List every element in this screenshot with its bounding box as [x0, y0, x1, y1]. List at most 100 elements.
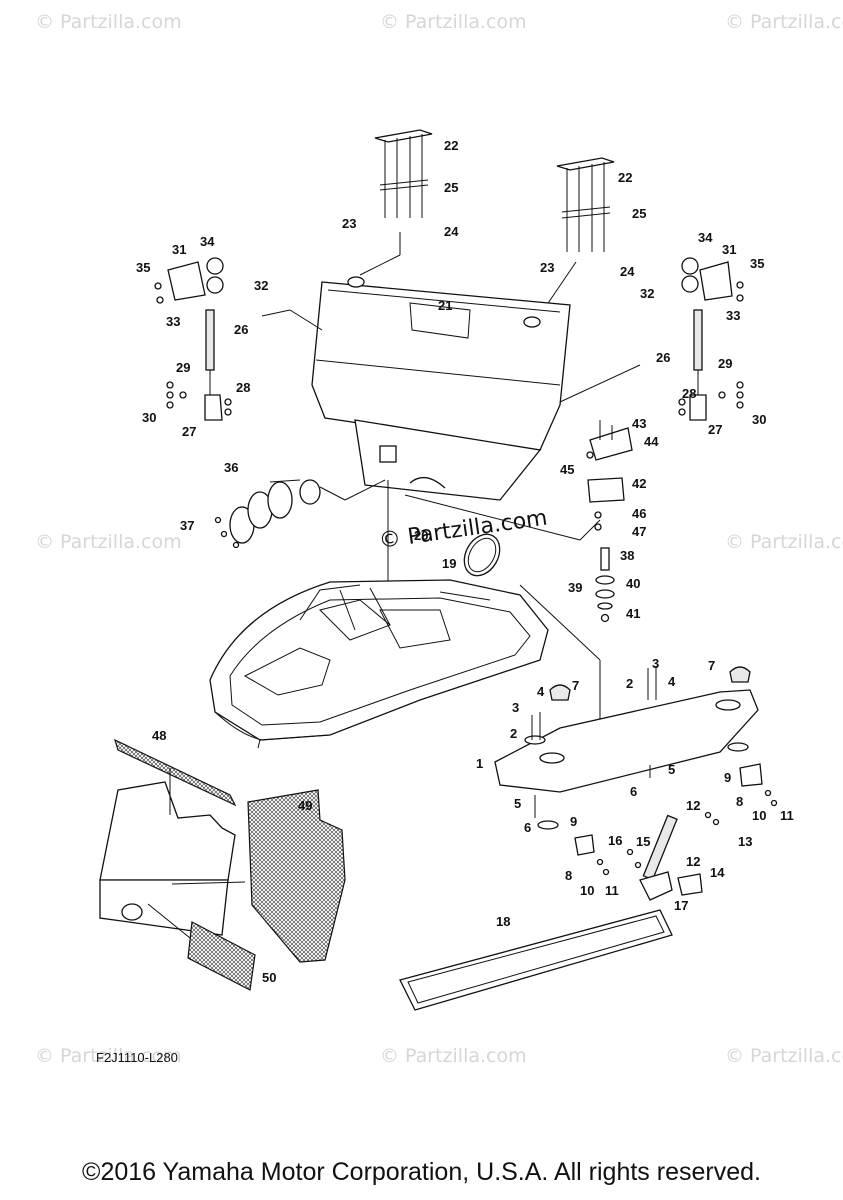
watermark-text: © Partzilla.com — [725, 1045, 843, 1067]
callout-label: 12 — [686, 854, 700, 869]
callout-label: 24 — [620, 264, 635, 279]
callout-label: 47 — [632, 524, 646, 539]
callout-label: 9 — [570, 814, 577, 829]
callout-label: 41 — [626, 606, 640, 621]
callout-label: 46 — [632, 506, 646, 521]
callout-label: 2 — [626, 676, 633, 691]
callout-label: 29 — [718, 356, 732, 371]
callout-label: 1 — [476, 756, 483, 771]
watermark-text: © Partzilla.com — [35, 531, 182, 553]
watermark-text: © Partzilla.com — [380, 11, 527, 33]
callout-label: 11 — [780, 808, 794, 823]
callout-label: 12 — [686, 798, 700, 813]
callout-label: 35 — [136, 260, 150, 275]
callout-label: 5 — [514, 796, 521, 811]
hinge-right — [678, 257, 744, 421]
callout-label: 49 — [298, 798, 312, 813]
watermark-text: © Partzilla.com — [725, 11, 843, 33]
callout-label: 17 — [674, 898, 688, 913]
callout-label: 8 — [736, 794, 743, 809]
callout-label: 4 — [537, 684, 545, 699]
callout-label: 7 — [708, 658, 715, 673]
diagram-code: F2J1110-L280 — [96, 1050, 178, 1065]
callout-label: 11 — [605, 883, 619, 898]
callout-label: 18 — [496, 914, 510, 929]
callout-label: 5 — [668, 762, 675, 777]
callout-label: 40 — [626, 576, 640, 591]
bolt-group-left — [359, 129, 433, 276]
callout-label: 2 — [510, 726, 517, 741]
leader-lines — [261, 309, 641, 728]
callout-label: 28 — [682, 386, 696, 401]
callout-label: 45 — [560, 462, 574, 477]
callout-label: 33 — [726, 308, 740, 323]
callout-label: 19 — [442, 556, 456, 571]
callout-label: 42 — [632, 476, 646, 491]
callout-label: 22 — [618, 170, 632, 185]
mat-50 — [187, 921, 256, 991]
compartment-tub — [354, 419, 542, 501]
callout-label: 31 — [722, 242, 736, 257]
callout-label: 27 — [708, 422, 722, 437]
deck-panel — [494, 666, 759, 830]
callout-label: 33 — [166, 314, 180, 329]
callout-label: 16 — [608, 833, 622, 848]
callout-label: 7 — [572, 678, 579, 693]
watermark-text: © Partzilla.com — [35, 1045, 182, 1067]
callout-label: 44 — [644, 434, 659, 449]
mat-49 — [247, 789, 346, 963]
callout-label: 6 — [630, 784, 637, 799]
callout-label: 29 — [176, 360, 190, 375]
seal-ring-19 — [463, 533, 501, 577]
hinge-pieces — [574, 763, 778, 901]
callout-label: 50 — [262, 970, 276, 985]
latch-bracket — [586, 420, 633, 623]
boat-hull — [209, 579, 549, 749]
callout-label: 3 — [652, 656, 659, 671]
callout-label: 31 — [172, 242, 186, 257]
copyright-notice: ©2016 Yamaha Motor Corporation, U.S.A. A… — [82, 1158, 761, 1186]
watermark-text: © Partzilla.com — [377, 506, 549, 554]
callout-label: 32 — [254, 278, 268, 293]
hinge-left — [154, 257, 232, 421]
watermark-text: © Partzilla.com — [725, 531, 843, 553]
callout-label: 20 — [414, 528, 428, 543]
compartment-lid — [311, 276, 571, 451]
callout-label: 27 — [182, 424, 196, 439]
seal-gasket — [399, 909, 673, 1011]
bolt-group-right — [537, 157, 615, 319]
vent-rings — [214, 479, 321, 549]
callout-label: 37 — [180, 518, 194, 533]
callout-label: 34 — [200, 234, 215, 249]
callout-label: 4 — [668, 674, 676, 689]
callout-label: 48 — [152, 728, 166, 743]
callout-label: 28 — [236, 380, 250, 395]
callout-labels: 1 2 3 4 5 6 7 8 9 10 11 12 13 14 15 16 1… — [136, 138, 794, 985]
callout-label: 23 — [540, 260, 554, 275]
callout-label: 24 — [444, 224, 459, 239]
callout-label: 8 — [565, 868, 572, 883]
callout-label: 32 — [640, 286, 654, 301]
callout-label: 10 — [580, 883, 594, 898]
callout-label: 9 — [724, 770, 731, 785]
watermark-text: © Partzilla.com — [380, 1045, 527, 1067]
callout-label: 21 — [438, 298, 452, 313]
callout-label: 15 — [636, 834, 650, 849]
callout-label: 3 — [512, 700, 519, 715]
callout-label: 38 — [620, 548, 634, 563]
callout-label: 43 — [632, 416, 646, 431]
callout-label: 25 — [444, 180, 458, 195]
callout-label: 35 — [750, 256, 764, 271]
watermark-text: © Partzilla.com — [35, 11, 182, 33]
callout-label: 25 — [632, 206, 646, 221]
storage-bin — [99, 738, 246, 939]
callout-label: 26 — [656, 350, 670, 365]
callout-label: 36 — [224, 460, 238, 475]
callout-label: 22 — [444, 138, 458, 153]
callout-label: 14 — [710, 865, 725, 880]
callout-label: 10 — [752, 808, 766, 823]
callout-label: 39 — [568, 580, 582, 595]
callout-label: 34 — [698, 230, 713, 245]
callout-label: 30 — [752, 412, 766, 427]
callout-label: 23 — [342, 216, 356, 231]
